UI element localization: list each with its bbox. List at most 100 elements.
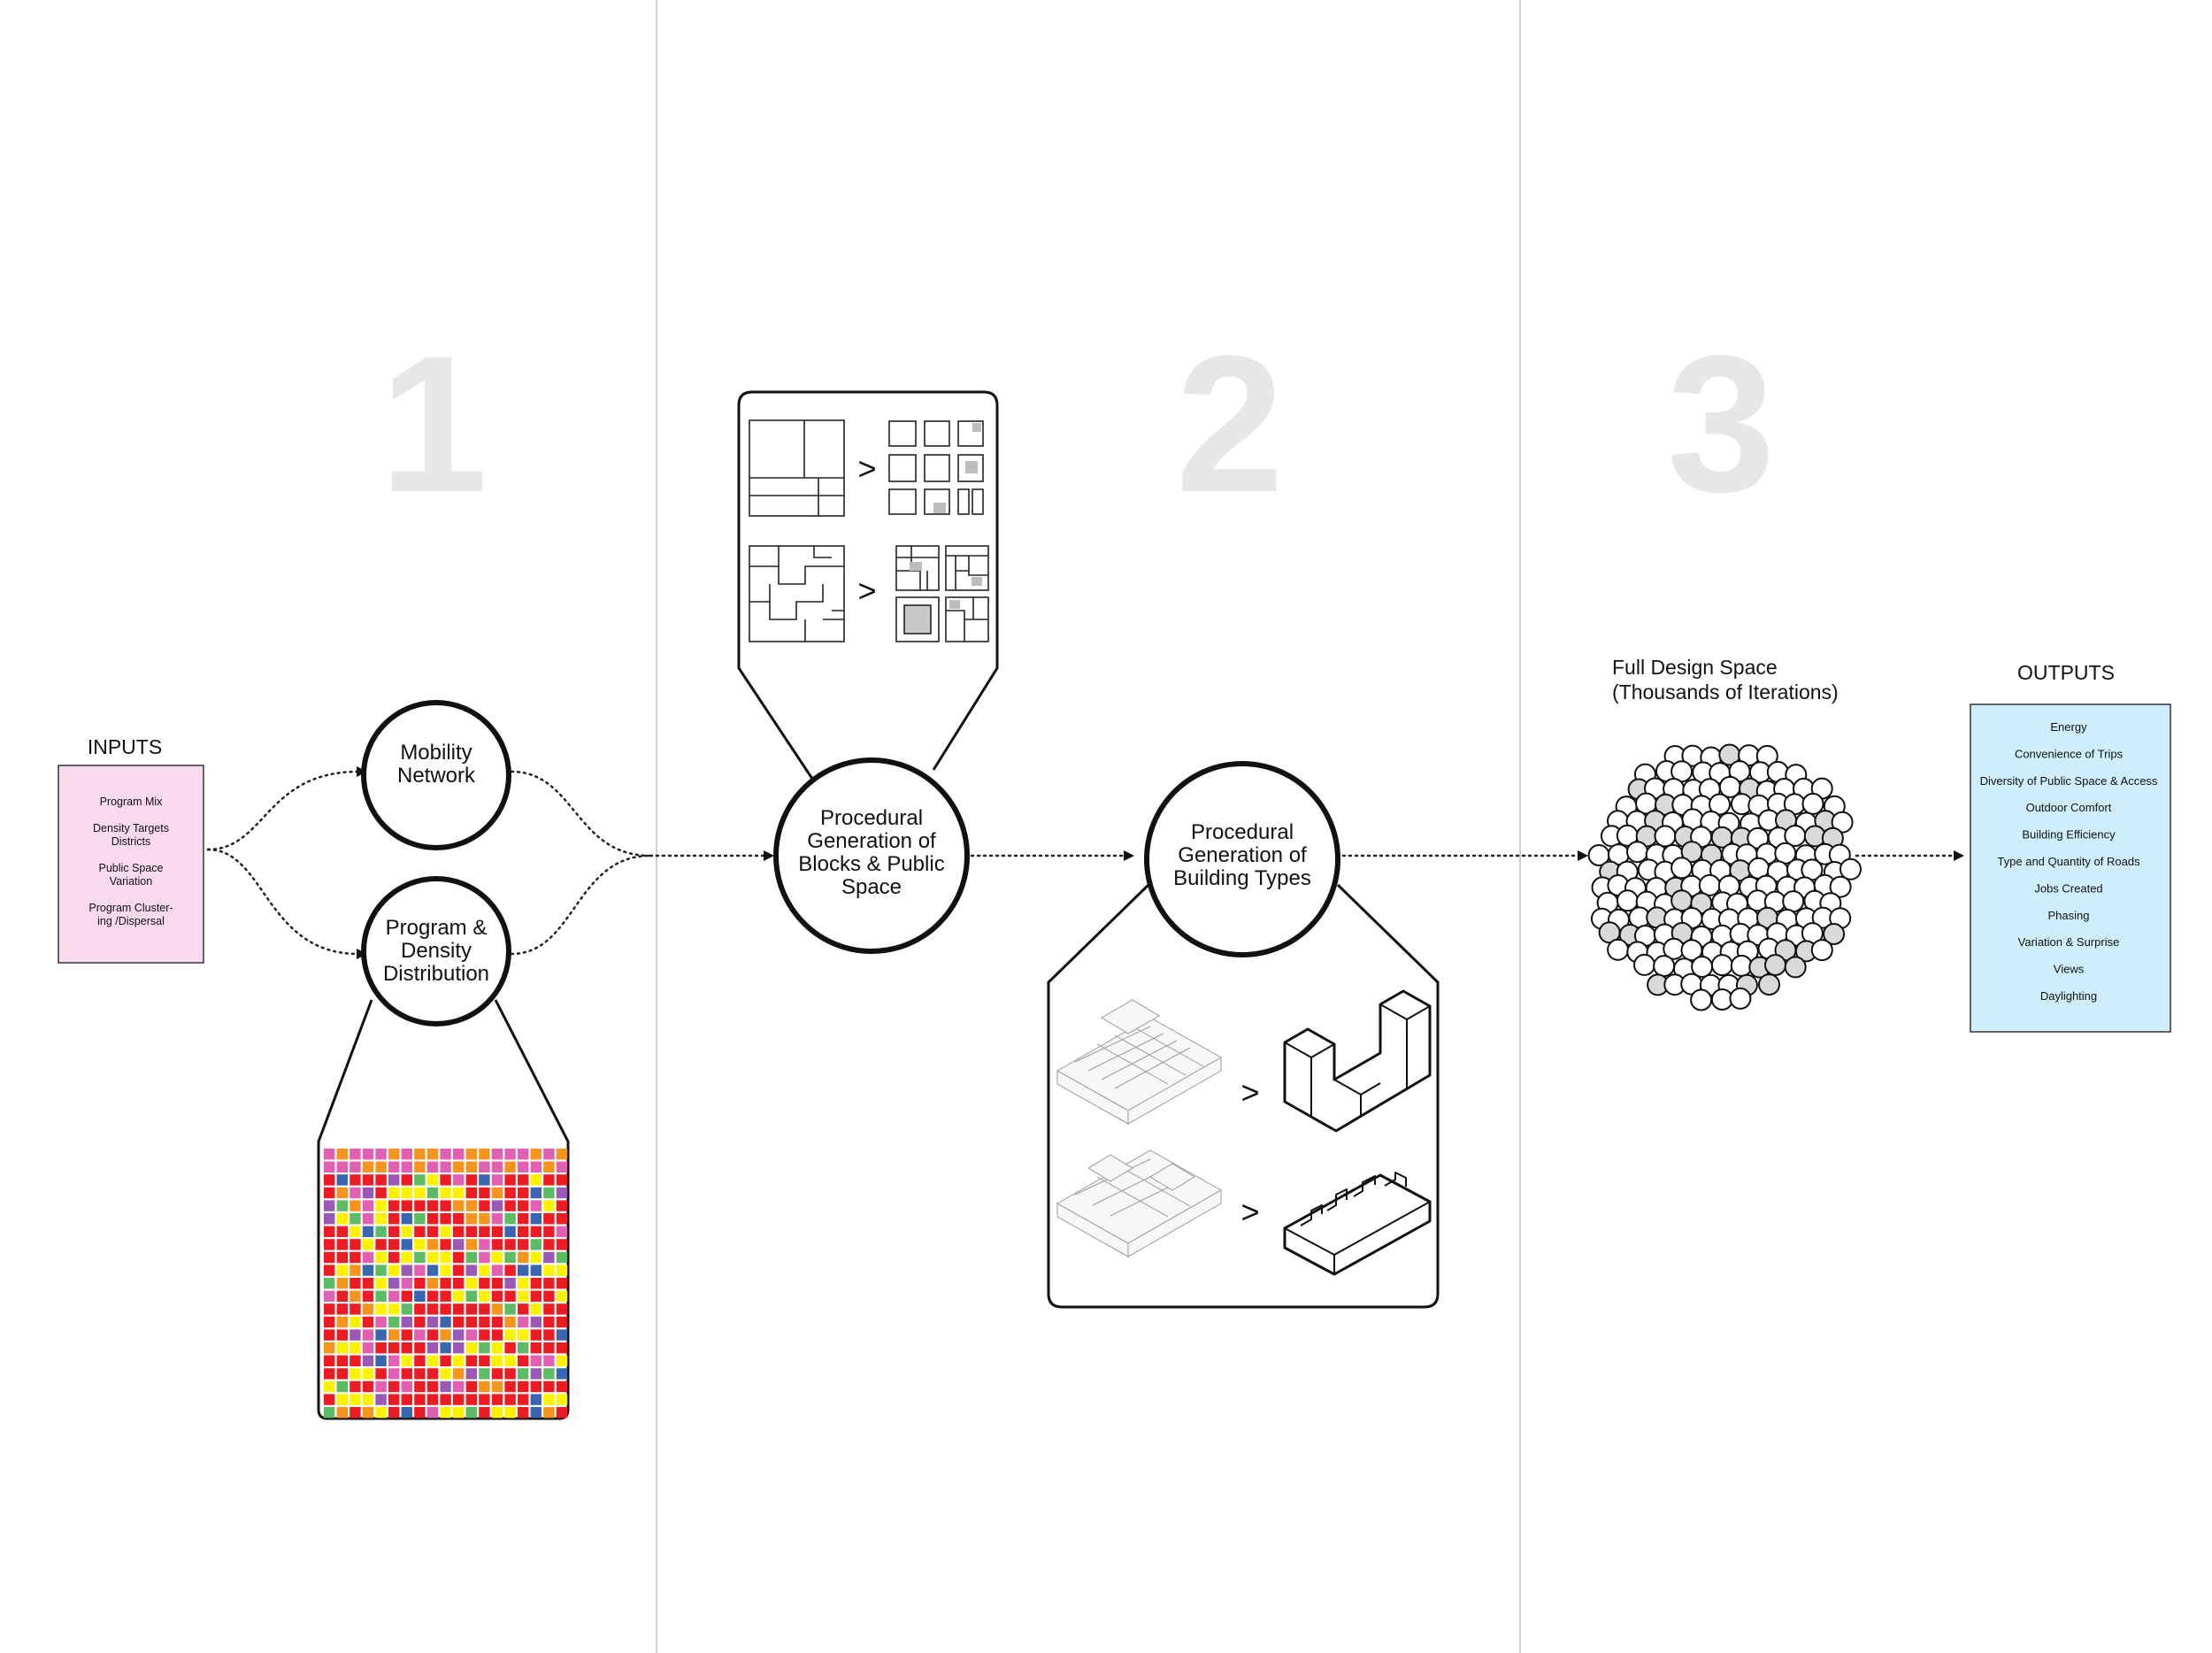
- grid-cell: [518, 1368, 529, 1380]
- grid-cell: [465, 1265, 477, 1276]
- grid-cell: [336, 1368, 348, 1380]
- grid-cell: [453, 1200, 465, 1211]
- grid-cell: [349, 1161, 361, 1172]
- grid-cell: [465, 1174, 477, 1186]
- grid-cell: [324, 1174, 335, 1186]
- grid-cell: [388, 1174, 400, 1186]
- design-iteration-bubble: [1607, 938, 1630, 961]
- grid-cell: [440, 1174, 451, 1186]
- grid-cell: [440, 1316, 451, 1328]
- grid-cell: [426, 1239, 439, 1250]
- grid-cell: [465, 1394, 477, 1405]
- grid-cell: [336, 1251, 348, 1264]
- grid-cell: [556, 1251, 568, 1264]
- grid-cell: [530, 1380, 541, 1393]
- grid-cell: [543, 1394, 555, 1405]
- grid-cell: [414, 1200, 426, 1211]
- input-item-line: Program Mix: [100, 796, 164, 808]
- grid-cell: [530, 1290, 541, 1302]
- grid-cell: [401, 1265, 412, 1276]
- grid-cell: [388, 1161, 400, 1172]
- grid-cell: [362, 1278, 374, 1289]
- node-label-line: Blocks & Public: [798, 852, 944, 876]
- grid-cell: [504, 1213, 516, 1225]
- grid-cell: [388, 1251, 400, 1264]
- blocks-public-space-node: Procedural Generation of Blocks & Public…: [773, 757, 970, 954]
- grid-cell: [414, 1213, 426, 1225]
- grid-cell: [453, 1329, 465, 1341]
- grid-cell: [401, 1380, 412, 1393]
- grid-cell: [479, 1265, 490, 1276]
- grid-cell: [324, 1149, 335, 1160]
- grid-cell: [479, 1394, 490, 1405]
- grid-cell: [362, 1187, 374, 1199]
- grid-cell: [336, 1149, 348, 1160]
- grid-cell: [504, 1368, 516, 1380]
- grid-cell: [491, 1239, 503, 1250]
- grid-cell: [440, 1149, 451, 1160]
- grid-cell: [401, 1200, 412, 1211]
- input-item-line: Density Targets: [93, 822, 169, 834]
- grid-cell: [401, 1174, 412, 1186]
- grid-cell: [401, 1290, 412, 1302]
- grid-cell: [453, 1251, 465, 1264]
- massing-sketch-2: [1056, 1149, 1223, 1257]
- grid-cell: [518, 1213, 529, 1225]
- grid-cell: [518, 1161, 529, 1172]
- grid-cell: [324, 1329, 335, 1341]
- grid-cell: [401, 1368, 412, 1380]
- grid-cell: [518, 1316, 529, 1328]
- design-space-label-line: Full Design Space: [1612, 656, 1778, 679]
- grid-cell: [401, 1161, 412, 1172]
- outputs-heading: OUTPUTS: [2017, 661, 2115, 684]
- grid-cell: [453, 1316, 465, 1328]
- grid-cell: [465, 1407, 477, 1419]
- grid-cell: [336, 1213, 348, 1225]
- input-item-line: ing /Dispersal: [97, 915, 165, 927]
- grid-cell: [324, 1239, 335, 1250]
- grid-cell: [414, 1368, 426, 1380]
- grid-cell: [426, 1329, 439, 1341]
- grid-cell: [453, 1380, 465, 1393]
- grid-cell: [388, 1200, 400, 1211]
- grid-cell: [543, 1187, 555, 1199]
- grid-cell: [324, 1368, 335, 1380]
- output-item: Building Efficiency: [2022, 828, 2116, 842]
- grid-cell: [479, 1329, 490, 1341]
- grid-cell: [504, 1303, 516, 1315]
- grid-cell: [362, 1329, 374, 1341]
- grid-cell: [543, 1407, 555, 1419]
- grid-cell: [491, 1303, 503, 1315]
- grid-cell: [324, 1290, 335, 1302]
- inputs-heading: INPUTS: [88, 735, 162, 758]
- arrow-icon: [1124, 850, 1134, 861]
- node-label-line: Procedural: [1191, 820, 1294, 844]
- grid-cell: [414, 1290, 426, 1302]
- design-iteration-bubble: [1758, 973, 1780, 996]
- grid-cell: [479, 1187, 490, 1199]
- design-iteration-bubble: [1801, 792, 1824, 815]
- output-item: Views: [2054, 963, 2085, 976]
- grid-cell: [556, 1407, 568, 1419]
- grid-cell: [375, 1303, 387, 1315]
- flow-inputs-to-program: [206, 848, 360, 956]
- grid-cell: [349, 1316, 361, 1328]
- output-item: Convenience of Trips: [2015, 747, 2124, 760]
- grid-cell: [440, 1303, 451, 1315]
- grid-cell: [324, 1380, 335, 1393]
- grid-cell: [479, 1355, 490, 1366]
- grid-cell: [543, 1149, 555, 1160]
- grid-cell: [556, 1149, 568, 1160]
- grid-cell: [491, 1149, 503, 1160]
- grid-cell: [414, 1239, 426, 1250]
- grid-cell: [362, 1316, 374, 1328]
- design-iteration-bubble: [1810, 939, 1833, 962]
- grid-cell: [336, 1303, 348, 1315]
- grid-cell: [388, 1355, 400, 1366]
- grid-cell: [362, 1407, 374, 1419]
- flow-inputs-to-mobility: [206, 770, 360, 851]
- building-types-node: Procedural Generation of Building Types: [1144, 761, 1340, 957]
- grid-cell: [324, 1407, 335, 1419]
- grid-cell: [426, 1265, 439, 1276]
- grid-cell: [414, 1407, 426, 1419]
